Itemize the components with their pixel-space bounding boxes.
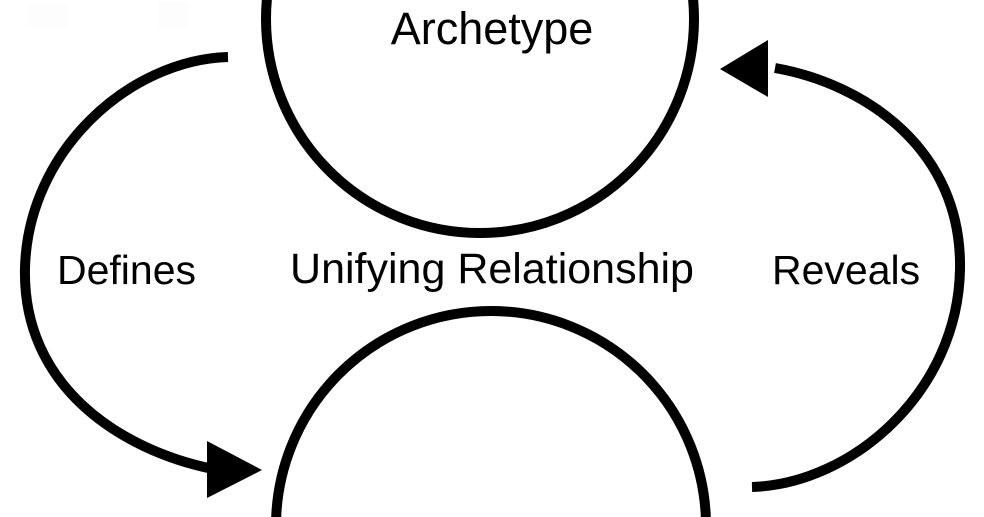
faint-watermark-artifact-2 bbox=[34, 22, 66, 28]
edge-label-defines: Defines bbox=[57, 247, 197, 293]
defines-arrowhead-icon bbox=[207, 441, 262, 498]
faint-watermark-artifact bbox=[28, 4, 68, 26]
reveals-arrowhead-icon bbox=[720, 40, 768, 97]
edge-label-reveals: Reveals bbox=[772, 247, 921, 293]
faint-watermark-artifact-3 bbox=[158, 2, 188, 28]
reveals-arc bbox=[751, 63, 966, 492]
archetype-circle bbox=[261, 0, 699, 238]
defines-arc bbox=[19, 52, 229, 474]
node-label-archetype: Archetype bbox=[390, 3, 594, 54]
node-label-unifying-relationship: Unifying Relationship bbox=[290, 245, 694, 293]
lower-node-circle bbox=[271, 306, 711, 517]
